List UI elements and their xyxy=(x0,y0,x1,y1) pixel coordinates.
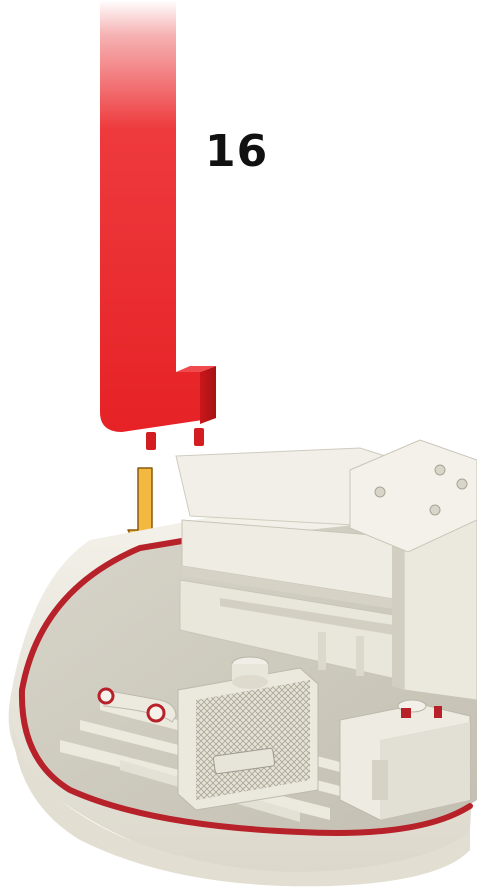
bracket-part xyxy=(100,0,216,450)
hull-assembly xyxy=(9,440,477,886)
right-equipment xyxy=(340,700,470,820)
peg-right xyxy=(194,428,204,446)
peg-left xyxy=(146,432,156,450)
step-number: 16 xyxy=(205,130,268,174)
